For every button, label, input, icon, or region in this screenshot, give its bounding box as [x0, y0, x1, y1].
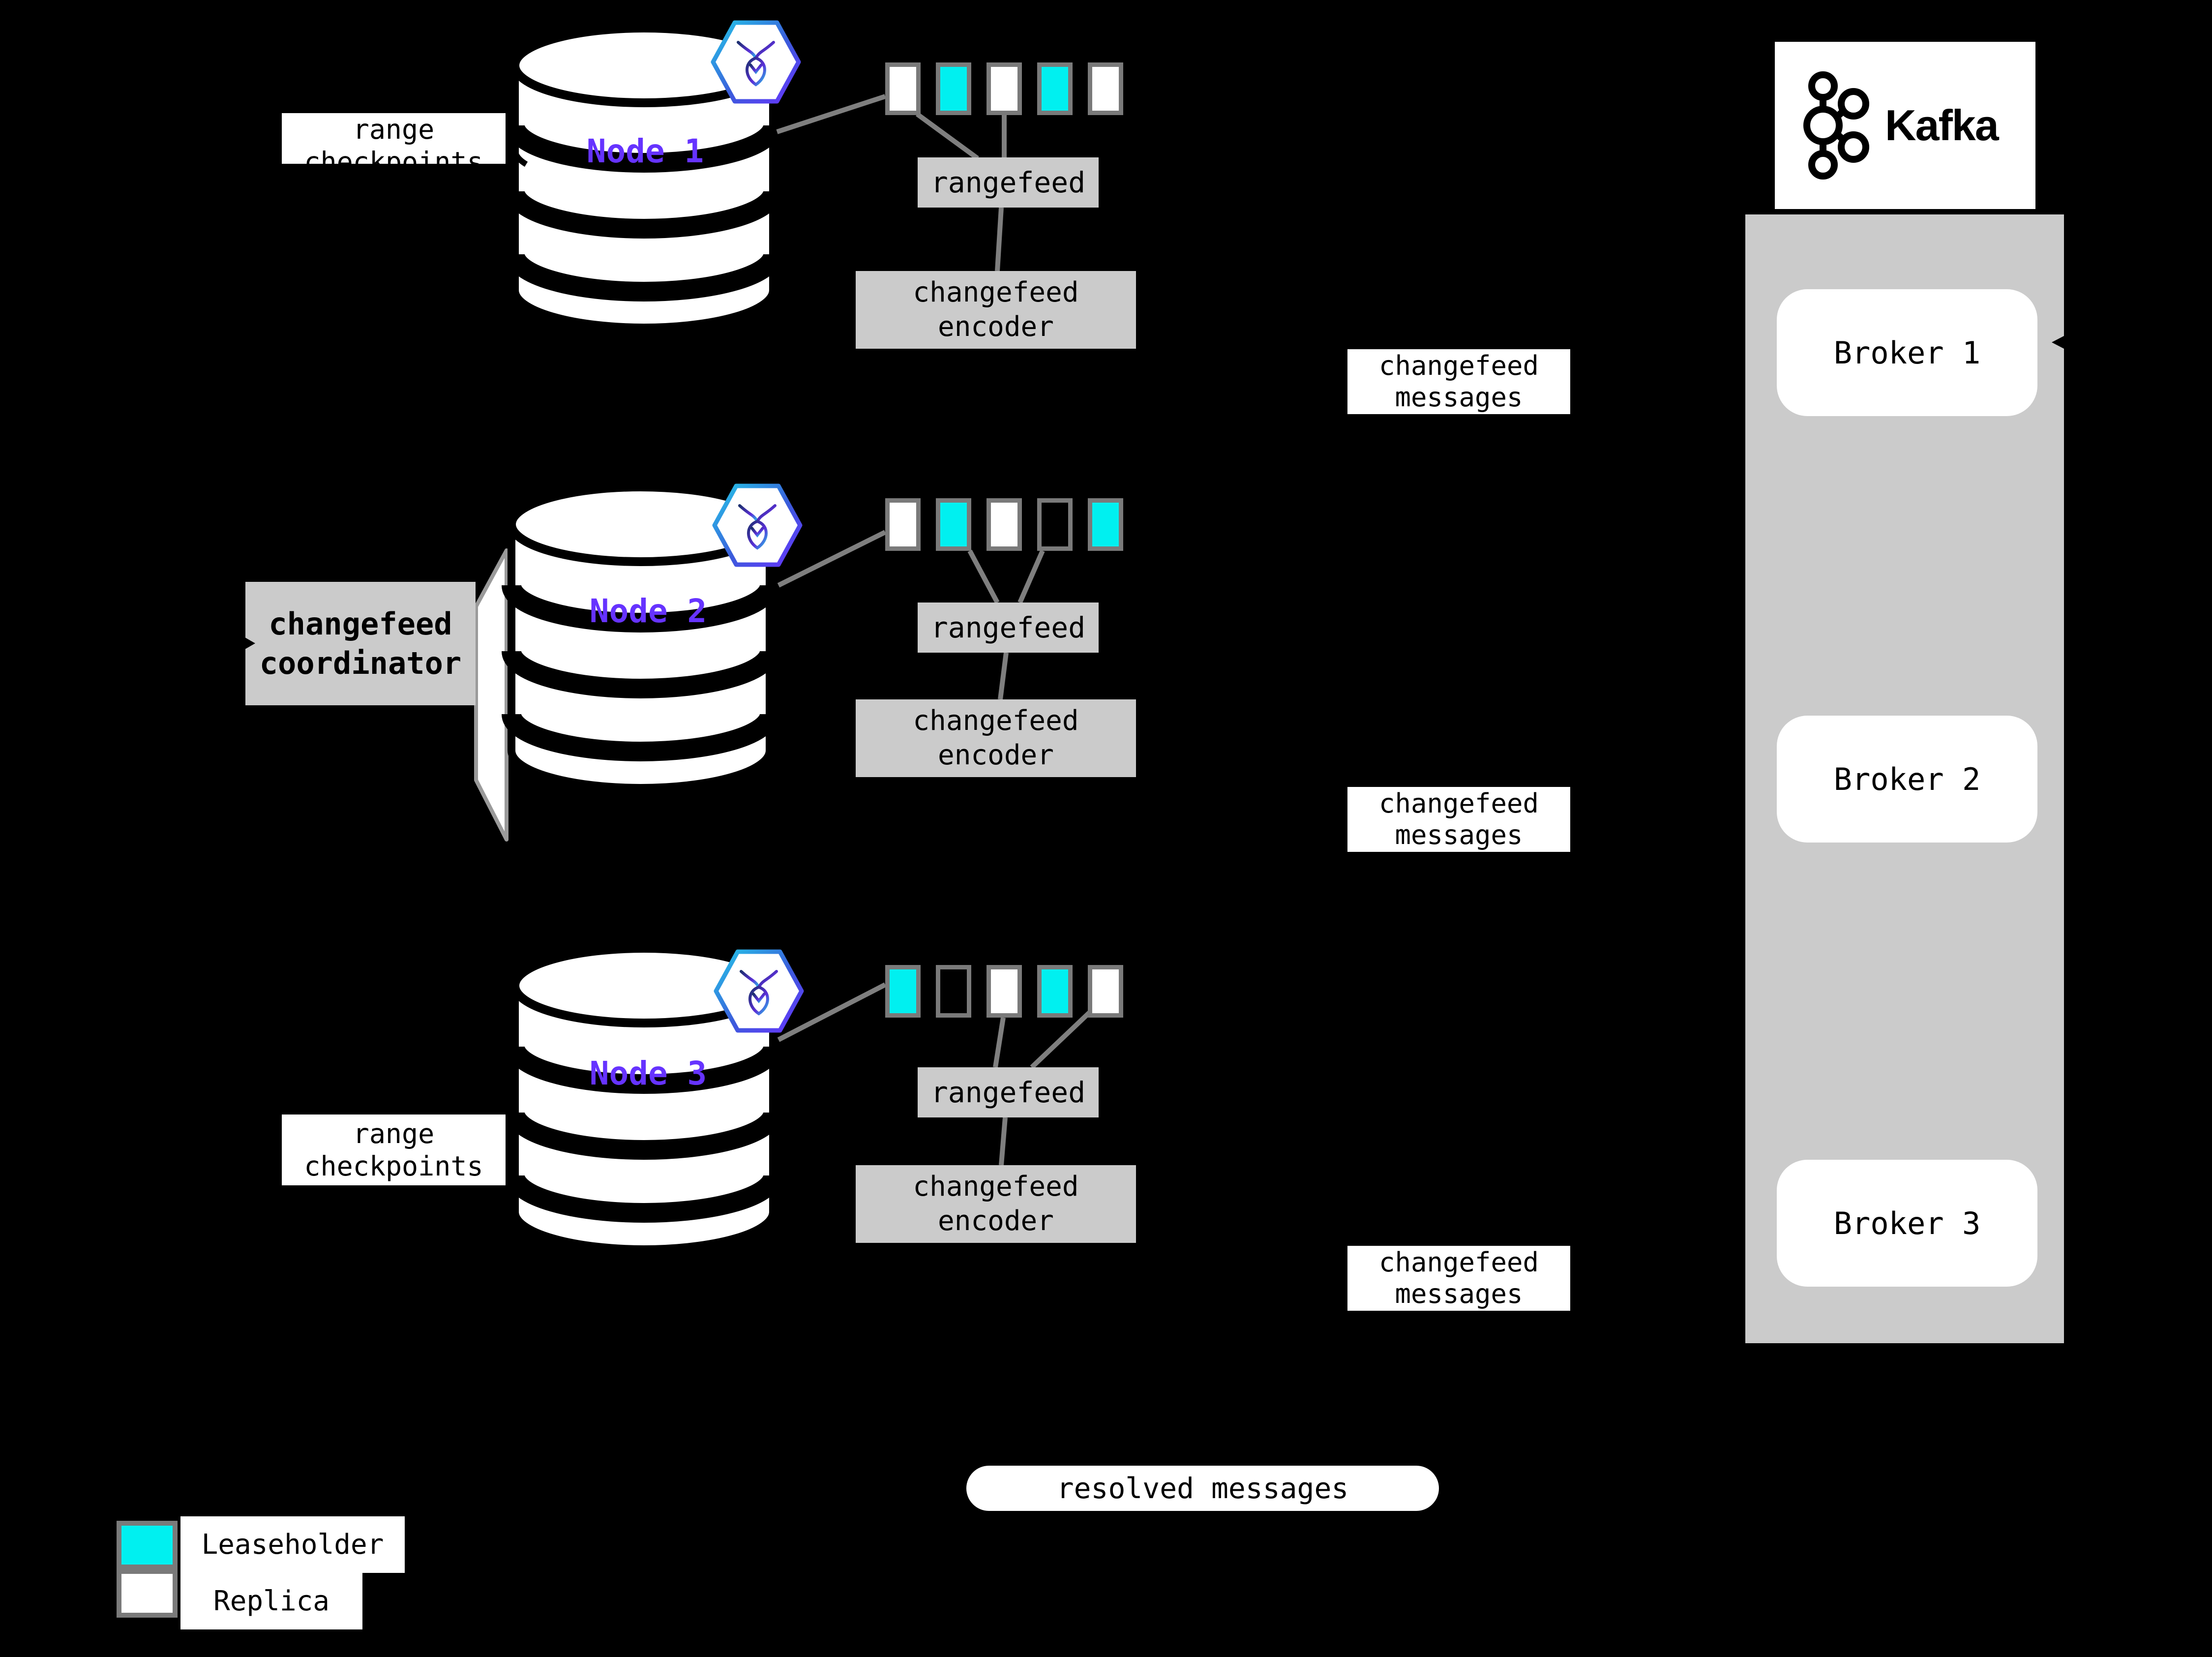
range-square-leaseholder — [1088, 498, 1123, 551]
kafka-wordmark: Kafka — [1885, 101, 1999, 150]
range-checkpoints-label-node3: range checkpoints — [282, 1115, 506, 1185]
legend-label-leaseholder: Leaseholder — [180, 1516, 405, 1573]
resolved-messages-pill: resolved messages — [966, 1466, 1439, 1511]
legend-label-replica: Replica — [180, 1573, 362, 1629]
range-checkpoints-label-node1: range checkpoints — [282, 113, 506, 164]
label-line: checkpoints — [304, 146, 483, 164]
range-square-empty — [1037, 498, 1073, 551]
range-squares-node1 — [885, 62, 1123, 115]
changefeed-messages-label-2: changefeed messages — [1347, 787, 1570, 852]
range-square-replica — [1088, 965, 1123, 1018]
connector-lines — [776, 94, 1092, 1166]
rangefeed-box-node2: rangefeed — [918, 603, 1099, 653]
kafka-broker-3: Broker 3 — [1777, 1160, 2037, 1287]
range-square-leaseholder — [885, 965, 921, 1018]
label-line: changefeed — [1378, 350, 1539, 381]
legend-swatch-replica — [117, 1569, 178, 1618]
rangefeed-box-node3: rangefeed — [918, 1067, 1099, 1117]
range-square-replica — [986, 62, 1022, 115]
kafka-logo-icon — [1803, 71, 1869, 180]
range-square-leaseholder — [936, 498, 971, 551]
changefeed-coordinator-box: changefeed coordinator — [245, 582, 476, 705]
changefeed-encoder-box-node2: changefeed encoder — [856, 699, 1136, 777]
node1-name: Node 1 — [586, 132, 704, 170]
label-line: encoder — [937, 1205, 1054, 1237]
range-square-leaseholder — [1037, 62, 1073, 115]
kafka-brand-card: Kafka — [1775, 42, 2035, 209]
range-square-empty — [936, 965, 971, 1018]
label-line: range — [353, 1118, 435, 1149]
kafka-broker-1: Broker 1 — [1777, 289, 2037, 416]
rangefeed-box-node1: rangefeed — [918, 157, 1099, 208]
cockroachdb-hexagon-icon — [711, 20, 801, 104]
database-cylinder-node1 — [505, 24, 783, 331]
range-square-replica — [885, 62, 921, 115]
label-line: messages — [1395, 1278, 1523, 1309]
range-square-leaseholder — [1037, 965, 1073, 1018]
changefeed-messages-label-3: changefeed messages — [1347, 1246, 1570, 1311]
label-line: messages — [1395, 382, 1523, 413]
label-line: encoder — [937, 311, 1054, 343]
range-squares-node2 — [885, 498, 1123, 551]
cockroachdb-hexagon-icon — [712, 483, 803, 567]
label-line: coordinator — [259, 645, 462, 681]
range-square-replica — [1088, 62, 1123, 115]
changefeed-encoder-box-node1: changefeed encoder — [856, 271, 1136, 349]
legend-swatch-leaseholder — [117, 1521, 178, 1569]
range-square-replica — [885, 498, 921, 551]
label-line: range — [353, 114, 435, 145]
label-line: changefeed — [913, 276, 1079, 308]
range-squares-node3 — [885, 965, 1123, 1018]
database-cylinder-node2 — [502, 482, 779, 792]
label-line: encoder — [937, 739, 1054, 771]
node3-name: Node 3 — [589, 1054, 707, 1092]
cockroachdb-hexagon-icon — [714, 949, 804, 1033]
range-square-replica — [986, 498, 1022, 551]
changefeed-messages-label-1: changefeed messages — [1347, 349, 1570, 414]
label-line: changefeed — [913, 1171, 1079, 1203]
label-line: checkpoints — [304, 1150, 483, 1182]
range-square-replica — [986, 965, 1022, 1018]
coordinator-flap-shape — [474, 548, 508, 842]
label-line: changefeed — [1378, 788, 1539, 819]
label-line: changefeed — [269, 605, 452, 642]
label-line: changefeed — [1378, 1247, 1539, 1278]
node2-name: Node 2 — [589, 592, 707, 630]
kafka-broker-2: Broker 2 — [1777, 716, 2037, 843]
label-line: changefeed — [913, 705, 1079, 737]
range-square-leaseholder — [936, 62, 971, 115]
label-line: messages — [1395, 819, 1523, 850]
database-cylinder-node3 — [505, 944, 783, 1253]
changefeed-encoder-box-node3: changefeed encoder — [856, 1165, 1136, 1243]
